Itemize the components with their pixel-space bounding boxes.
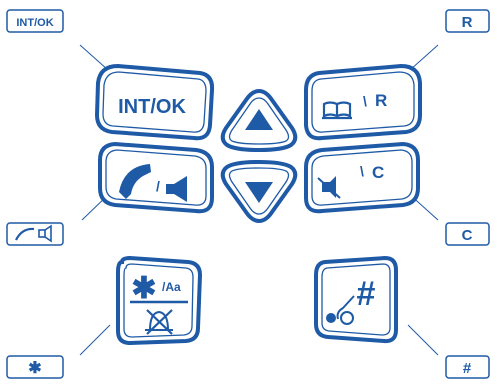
phonebook-r-label: R — [375, 91, 387, 110]
callout-star-text: ✱ — [28, 360, 41, 377]
leader-star — [79, 324, 111, 356]
down-arrow-icon — [245, 182, 273, 203]
leader-lines — [79, 44, 439, 356]
handset-icon — [119, 164, 151, 199]
mute-c-slash: \ — [360, 163, 364, 179]
mute-c-key[interactable]: \ C — [304, 141, 420, 214]
callout-handset — [6, 222, 64, 246]
callout-c-text: C — [462, 227, 473, 244]
callout-int-ok: INT/OK — [6, 9, 64, 33]
phonebook-r-slash: \ — [363, 93, 367, 109]
phonebook-icon — [322, 101, 352, 120]
leader-int-ok — [79, 44, 109, 71]
mute-c-label: C — [372, 163, 384, 182]
key-lock-icon — [326, 295, 355, 325]
leader-r — [409, 44, 439, 71]
star-glyph: ✱ — [131, 272, 156, 305]
star-aa-label: /Aa — [162, 280, 181, 294]
leader-hash — [407, 324, 439, 356]
callout-r: R — [445, 9, 490, 33]
handset-speaker-key[interactable]: / — [98, 141, 214, 214]
int-ok-label: INT/OK — [118, 96, 186, 118]
up-arrow-key[interactable] — [220, 88, 298, 153]
handset-speaker-slash: / — [156, 178, 160, 194]
callout-c: C — [445, 222, 490, 246]
ringer-off-icon — [145, 309, 173, 335]
speaker-icon — [166, 176, 187, 202]
star-aa-key[interactable]: ✱ /Aa — [116, 255, 203, 346]
callout-hash-text: # — [463, 360, 472, 377]
down-arrow-key[interactable] — [220, 159, 298, 224]
up-arrow-icon — [245, 109, 273, 130]
callout-star: ✱ — [6, 355, 64, 379]
hash-key[interactable]: # — [314, 255, 398, 344]
callout-int-ok-text: INT/OK — [16, 17, 53, 29]
hash-glyph: # — [357, 275, 376, 313]
int-ok-key[interactable]: INT/OK — [94, 63, 215, 141]
callout-hash: # — [445, 355, 490, 379]
mute-icon — [317, 176, 341, 199]
handset-speaker-icon — [15, 224, 52, 243]
phonebook-r-key[interactable]: \ R — [304, 63, 422, 141]
callout-r-text: R — [462, 14, 473, 31]
